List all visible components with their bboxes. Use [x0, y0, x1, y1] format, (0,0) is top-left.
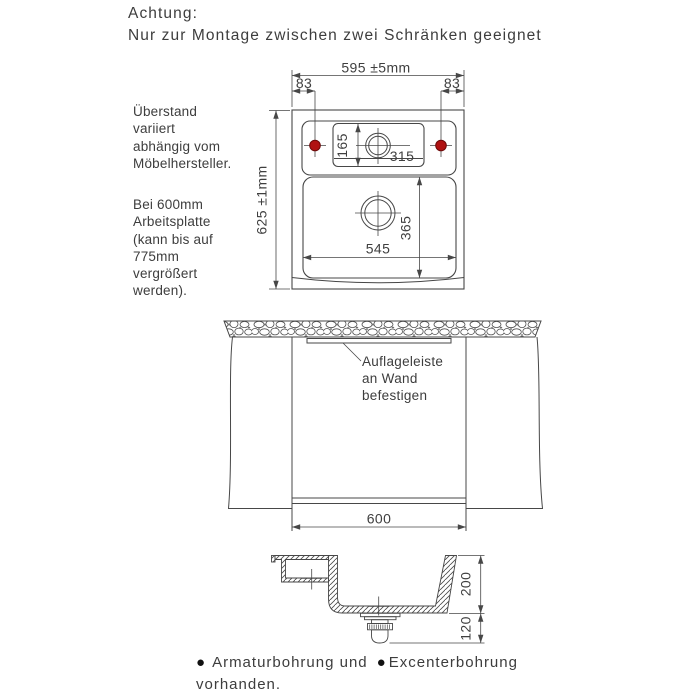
note-line: Bei 600mm	[133, 197, 204, 212]
faucet-hole	[356, 128, 410, 164]
eccentric-hole-bullet-icon: ●	[376, 654, 387, 671]
note-line: Überstand	[133, 104, 198, 119]
drain-flange	[360, 612, 401, 618]
support-batten	[306, 338, 452, 344]
eccentric-hole-text: Excenterbohrung	[388, 654, 518, 671]
bowl-outline	[302, 176, 457, 279]
batten-leader-line	[342, 342, 362, 362]
dim-tray-depth: 165	[334, 133, 350, 158]
dim-bowl-depth: 365	[398, 216, 414, 241]
dim-overall-width: 595 ±5mm	[341, 60, 410, 76]
holes-note: ●Armaturbohrung und●Excenterbohrung vorh…	[196, 652, 518, 695]
drain-locknut	[367, 623, 393, 631]
drain-flange-step	[364, 616, 397, 621]
dim-gap-width: 600	[367, 511, 392, 527]
faucet-hole-text: Armaturbohrung und	[212, 654, 368, 671]
dim-drain-height: 120	[458, 616, 474, 641]
locknut-knurling	[369, 624, 390, 629]
faucet-hole-bullet-icon: ●	[196, 654, 207, 671]
overhang-note: Überstand variiert abhängig vom Möbelher…	[133, 103, 232, 172]
cross-section-dimensions	[389, 555, 485, 644]
dim-hole-offset-left: 83	[296, 75, 312, 91]
drain-tailpiece	[371, 629, 389, 644]
batten-label-line: befestigen	[362, 387, 428, 403]
sink-top-view: 595 ±5mm 83 83 625 ±1mm 165 315 545 365	[254, 60, 465, 290]
right-cabinet-outline	[466, 336, 544, 509]
drill-hole-markers	[304, 91, 452, 157]
note-line: werden).	[133, 283, 188, 299]
attention-subtitle: Nur zur Montage zwischen zwei Schränken …	[128, 27, 542, 44]
worktop-note: Bei 600mm Arbeitsplatte (kann bis auf 77…	[133, 196, 213, 300]
note-line: vergrößert	[133, 266, 198, 282]
attention-header: Achtung: Nur zur Montage zwischen zwei S…	[128, 3, 542, 47]
dim-tray-width: 315	[390, 148, 415, 164]
note-line: variiert	[133, 121, 176, 137]
drain-hole	[355, 191, 401, 236]
dim-overall-depth: 625 ±1mm	[254, 165, 270, 234]
bowl-wall	[328, 555, 458, 614]
drain-stem	[371, 619, 389, 624]
wall-mounting-section: 600	[223, 320, 544, 531]
note-line: abhängig vom	[133, 138, 221, 154]
holes-note-line2: vorhanden.	[196, 675, 282, 693]
left-hole-marker-icon	[309, 139, 321, 152]
batten-label-line: an Wand	[362, 370, 418, 386]
note-line: (kann bis auf	[133, 231, 213, 247]
dim-bowl-depth-section: 200	[458, 572, 474, 597]
attention-title: Achtung:	[128, 5, 198, 22]
note-line: Arbeitsplatte	[133, 214, 211, 230]
faucet-deck-outline	[301, 120, 457, 176]
note-line: Möbelhersteller.	[133, 155, 232, 171]
sink-outline	[291, 109, 465, 290]
faucet-tray-outline	[332, 122, 425, 168]
rim-front-lip	[271, 555, 276, 563]
note-line: 775mm	[133, 248, 180, 264]
dim-hole-offset-right: 83	[444, 75, 460, 91]
dim-bowl-width: 545	[366, 241, 391, 257]
right-hole-marker-icon	[435, 139, 447, 152]
top-view-dimensions	[269, 70, 465, 290]
batten-label: Auflageleiste an Wand befestigen	[362, 354, 443, 404]
holes-note-line1: ●Armaturbohrung und●Excenterbohrung	[196, 652, 518, 674]
left-cabinet-outline	[227, 336, 292, 509]
drain-assembly	[360, 612, 401, 644]
center-marks	[302, 569, 390, 616]
sink-front-curve	[291, 277, 465, 284]
sink-cross-section: 200 120	[271, 555, 485, 644]
batten-label-line: Auflageleiste	[362, 354, 444, 369]
worktop-chipboard-band	[223, 320, 542, 338]
